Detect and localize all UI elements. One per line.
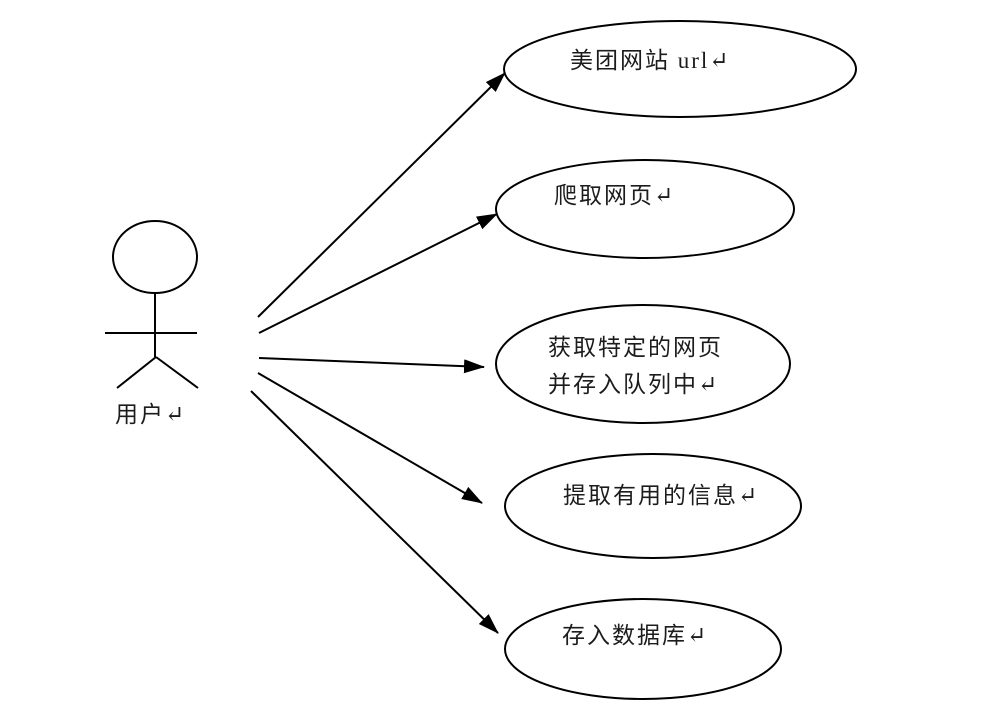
usecase-fetch-specific: 获取特定的网页 并存入队列中↵ (495, 304, 791, 424)
arrow-to-crawl-pages (258, 213, 498, 334)
usecase-label: 提取有用的信息↵ (563, 483, 759, 508)
usecase-crawl-pages: 爬取网页↵ (495, 159, 795, 259)
arrow-to-store-db (250, 390, 499, 634)
usecase-ellipse (495, 159, 795, 259)
usecase-label-line1: 获取特定的网页 (548, 335, 723, 360)
arrow-to-meituan-url (257, 72, 506, 318)
actor-label: 用户↵ (115, 402, 186, 427)
actor-head (112, 220, 198, 294)
usecase-ellipse (504, 453, 802, 559)
usecase-extract-info: 提取有用的信息↵ (504, 453, 802, 559)
arrow-to-fetch-specific (258, 357, 485, 374)
associations (250, 72, 506, 634)
actor-left-leg (116, 356, 157, 389)
usecase-label: 存入数据库↵ (562, 623, 708, 648)
usecase-label-line2: 并存入队列中↵ (548, 372, 719, 397)
usecase-label: 爬取网页↵ (554, 183, 675, 208)
usecase-ellipse (503, 20, 857, 118)
usecase-meituan-url: 美团网站 url↵ (503, 20, 857, 118)
usecase-store-db: 存入数据库↵ (504, 598, 782, 700)
arrow-to-extract-info (257, 372, 483, 504)
actor-user: 用户↵ (105, 220, 199, 427)
usecase-label: 美团网站 url↵ (570, 48, 731, 73)
usecase-ellipse (504, 598, 782, 700)
actor-right-leg (155, 356, 199, 389)
usecase-ellipse (495, 304, 791, 424)
